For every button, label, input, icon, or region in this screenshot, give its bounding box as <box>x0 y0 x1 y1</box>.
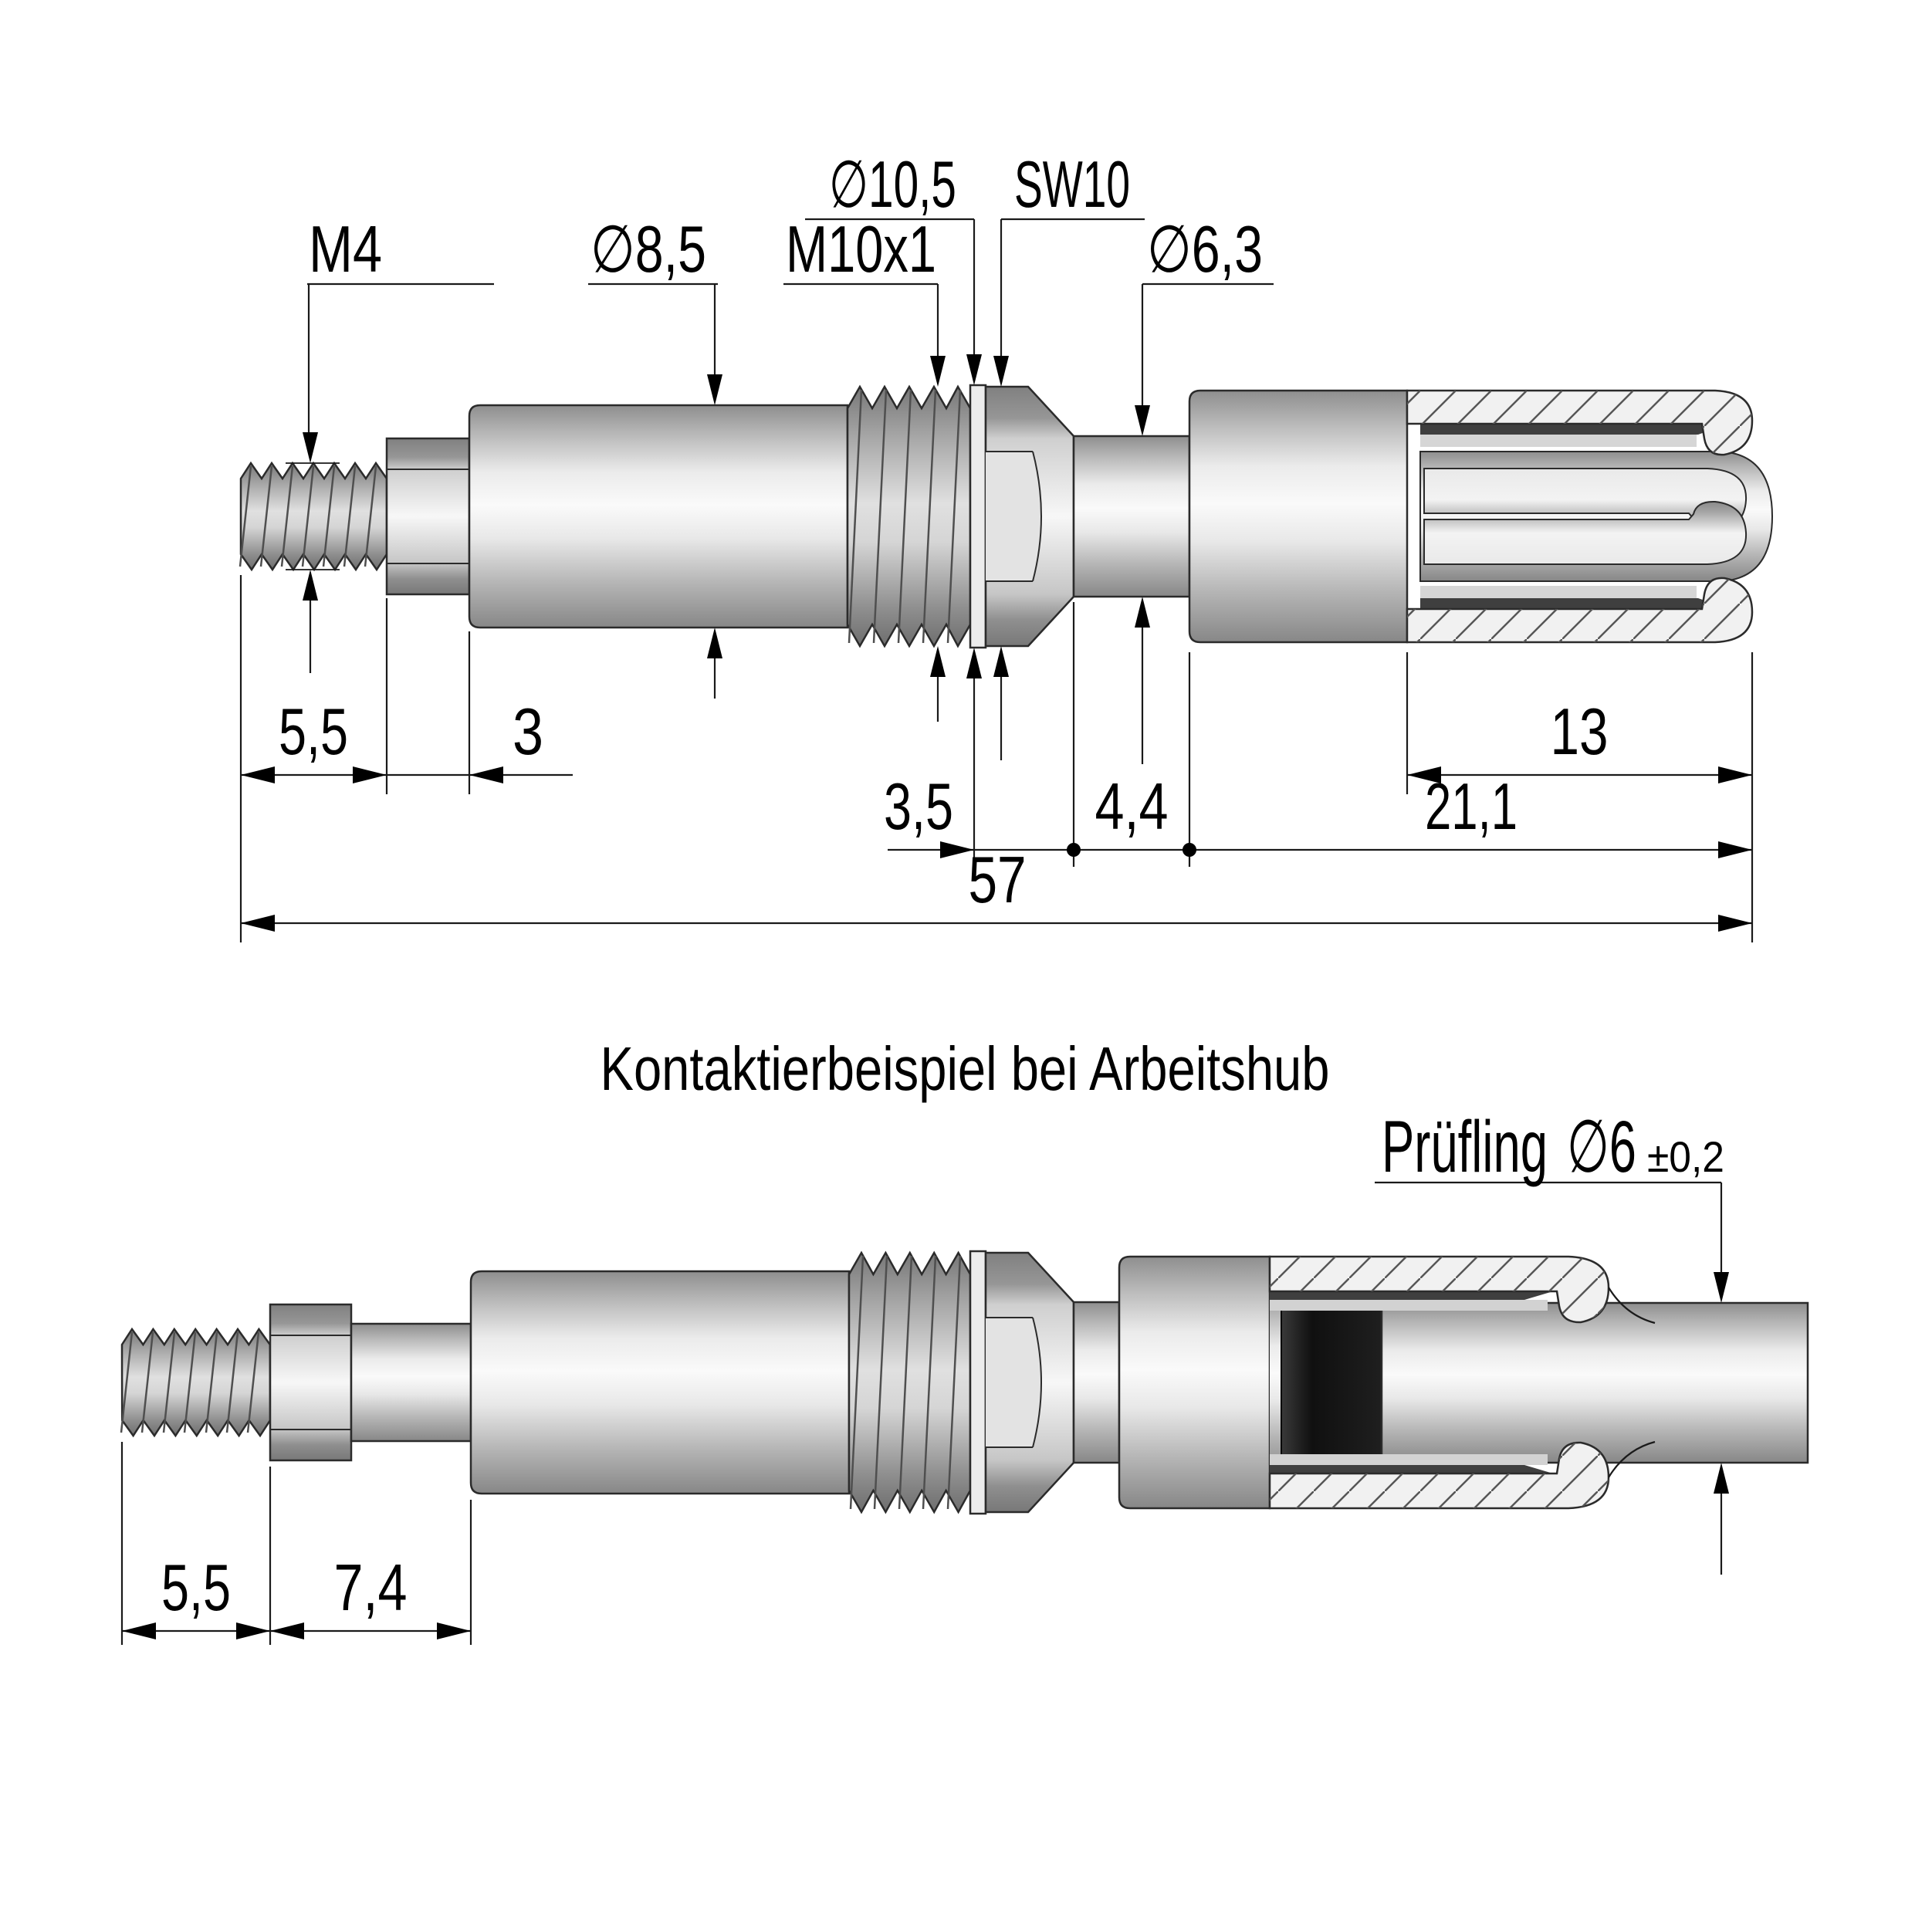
dim-row-total: 57 <box>241 844 1752 932</box>
dim-7-4: 7,4 <box>334 1551 408 1625</box>
bottom-view: Prüfling ∅6 ±0,2 5,5 7,4 <box>120 1106 1809 1645</box>
slot-bottom <box>1420 598 1729 609</box>
hex-nut <box>385 437 471 596</box>
dim-row-1: 5,5 3 13 <box>241 695 1752 783</box>
section-title: Kontaktierbeispiel bei Arbeitshub <box>601 1034 1330 1103</box>
dim-57: 57 <box>969 844 1027 917</box>
m4-thread <box>239 461 388 572</box>
m10-thread <box>846 384 972 648</box>
dim-3-5: 3,5 <box>884 770 953 844</box>
neck <box>1072 435 1191 598</box>
svg-text:M10x1: M10x1 <box>786 213 936 286</box>
exposed-shaft <box>350 1322 472 1443</box>
hex-nut-b <box>269 1303 353 1462</box>
dim-5-5-top: 5,5 <box>279 695 348 769</box>
body-cylinder-b <box>469 1270 851 1495</box>
collet-finger-bottom <box>1423 500 1748 565</box>
collet-sleeve-b <box>1268 1255 1809 1510</box>
pruefling-dia: ∅6 <box>1567 1106 1636 1188</box>
dim-3: 3 <box>513 695 543 769</box>
svg-text:M4: M4 <box>309 213 382 286</box>
callout-sw10: SW10 <box>993 148 1145 760</box>
svg-text:∅10,5: ∅10,5 <box>829 148 956 222</box>
dim-13: 13 <box>1551 695 1609 769</box>
svg-text:∅8,5: ∅8,5 <box>590 213 706 286</box>
front-cylinder <box>1188 389 1409 644</box>
callout-pruefling: Prüfling ∅6 ±0,2 <box>1375 1106 1729 1575</box>
grip-cone <box>1281 1294 1385 1471</box>
extension-lines-top <box>239 575 1754 942</box>
slot-top <box>1420 424 1729 435</box>
sw10-ball <box>984 385 1075 648</box>
front-cylinder-b <box>1118 1255 1271 1510</box>
washer-b <box>969 1250 987 1515</box>
pruefling-label: Prüfling <box>1382 1106 1548 1188</box>
washer <box>969 384 987 649</box>
pruefling-tol: ±0,2 <box>1647 1132 1724 1181</box>
sleeve-section-bottom <box>1406 577 1754 644</box>
callout-m4: M4 <box>286 213 494 673</box>
m10-thread-b <box>848 1250 972 1514</box>
callout-d10-5: ∅10,5 <box>805 148 982 867</box>
pruefling-rod <box>1380 1301 1809 1464</box>
sw10-ball-b <box>984 1251 1075 1514</box>
dim-5-5-bottom: 5,5 <box>161 1551 231 1625</box>
callout-d8-5: ∅8,5 <box>588 213 722 699</box>
sleeve-section-bottom-b <box>1268 1441 1610 1510</box>
callout-m10x1: M10x1 <box>783 213 946 722</box>
neck-b <box>1072 1301 1121 1464</box>
dim-row-bottom: 5,5 7,4 <box>122 1551 471 1639</box>
top-view: M4 ∅8,5 M10x1 ∅10,5 SW10 <box>239 148 1774 942</box>
svg-text:∅6,3: ∅6,3 <box>1147 213 1263 286</box>
m4-thread-b <box>120 1327 272 1438</box>
sleeve-section-top <box>1406 389 1754 456</box>
body-cylinder <box>468 404 849 629</box>
sleeve-section-top-b <box>1268 1255 1610 1324</box>
collet-sleeve <box>1406 389 1774 644</box>
dim-21-1: 21,1 <box>1425 770 1518 844</box>
dim-4-4: 4,4 <box>1095 770 1169 844</box>
callout-d6-3: ∅6,3 <box>1135 213 1274 764</box>
extension-lines-bottom <box>120 1442 472 1645</box>
svg-text:SW10: SW10 <box>1014 148 1130 222</box>
dim-row-2: 3,5 4,4 21,1 <box>884 770 1752 858</box>
